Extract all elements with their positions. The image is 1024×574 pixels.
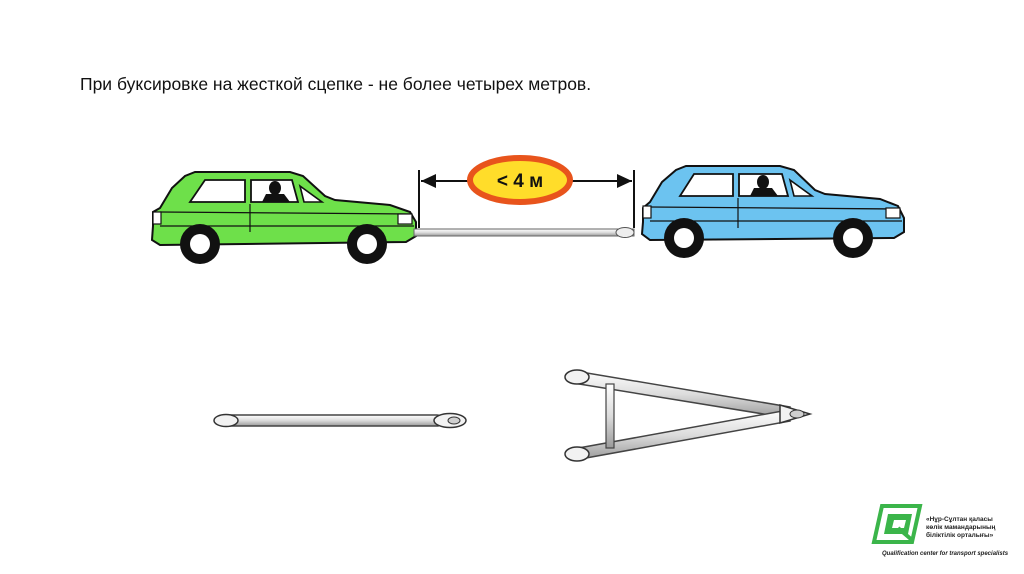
straight-tow-bar-icon xyxy=(213,412,467,429)
logo-emblem-icon xyxy=(871,504,923,544)
logo-text-kz: «Нұр-Сұлтан қаласы көлік мамандарының бі… xyxy=(926,516,996,539)
logo-text-en: Qualification center for transport speci… xyxy=(882,551,1009,557)
triangle-tow-bar-icon xyxy=(564,369,813,462)
rigid-coupling xyxy=(413,227,635,238)
towed-car-icon xyxy=(640,165,905,258)
distance-badge: < 4 м xyxy=(467,155,573,205)
driver-icon xyxy=(262,181,290,202)
slide-title: При буксировке на жесткой сцепке - не бо… xyxy=(80,74,592,94)
distance-label: < 4 м xyxy=(497,171,543,192)
logo: «Нұр-Сұлтан қаласы көлік мамандарының бі… xyxy=(868,500,1018,570)
towing-car-icon xyxy=(150,171,417,264)
driver-icon xyxy=(750,175,778,196)
